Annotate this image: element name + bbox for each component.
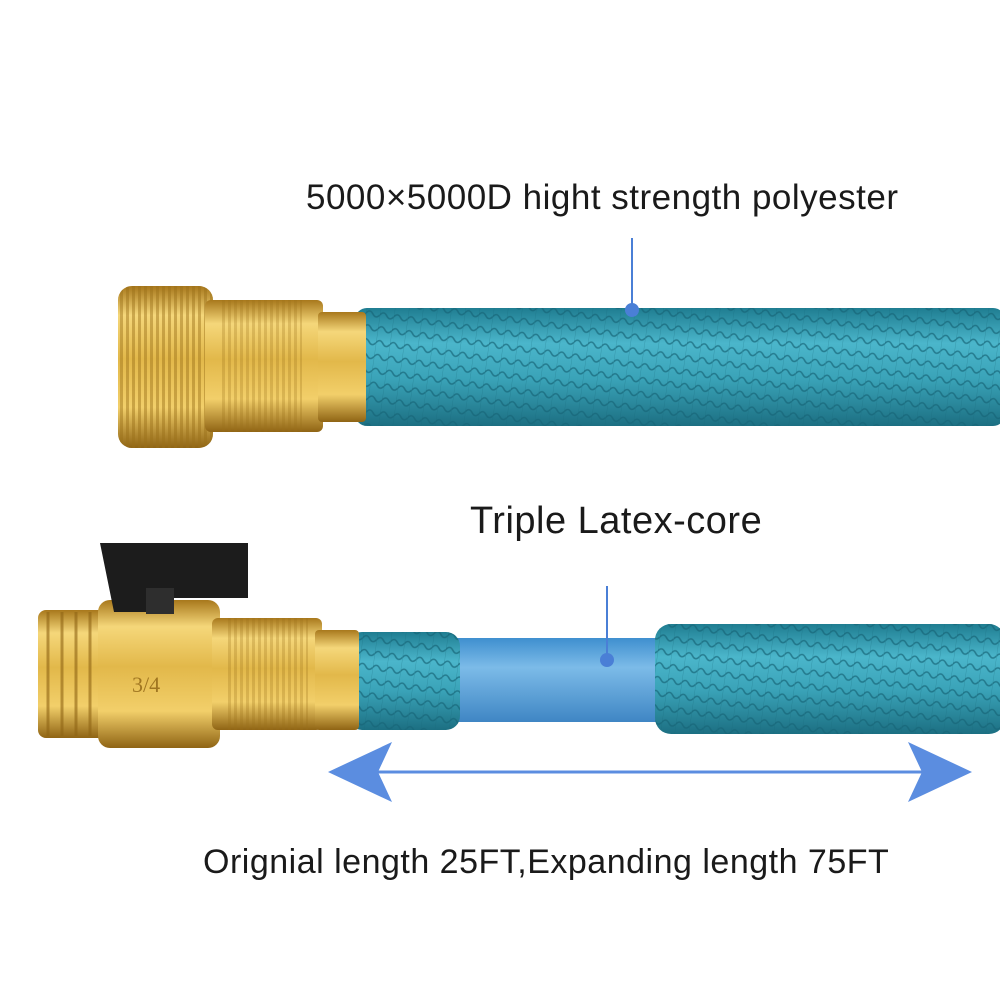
top-coupling-ferrule (318, 312, 366, 422)
material-label: 5000×5000D hight strength polyester (306, 178, 899, 217)
top-hose (118, 286, 1000, 448)
bottom-coupling-ferrule (315, 630, 359, 730)
core-callout-dot (600, 653, 614, 667)
length-arrow (328, 742, 972, 802)
length-label: Orignial length 25FT,Expanding length 75… (203, 843, 890, 881)
arrow-head-left (328, 742, 392, 802)
valve-marking: 3/4 (132, 672, 160, 697)
latex-core (440, 638, 680, 722)
material-callout-dot (625, 303, 639, 317)
bottom-hose: 3/4 (38, 543, 1000, 748)
core-label: Triple Latex-core (470, 500, 763, 542)
valve-body (98, 600, 220, 748)
valve-handle (100, 543, 248, 612)
arrow-head-right (908, 742, 972, 802)
